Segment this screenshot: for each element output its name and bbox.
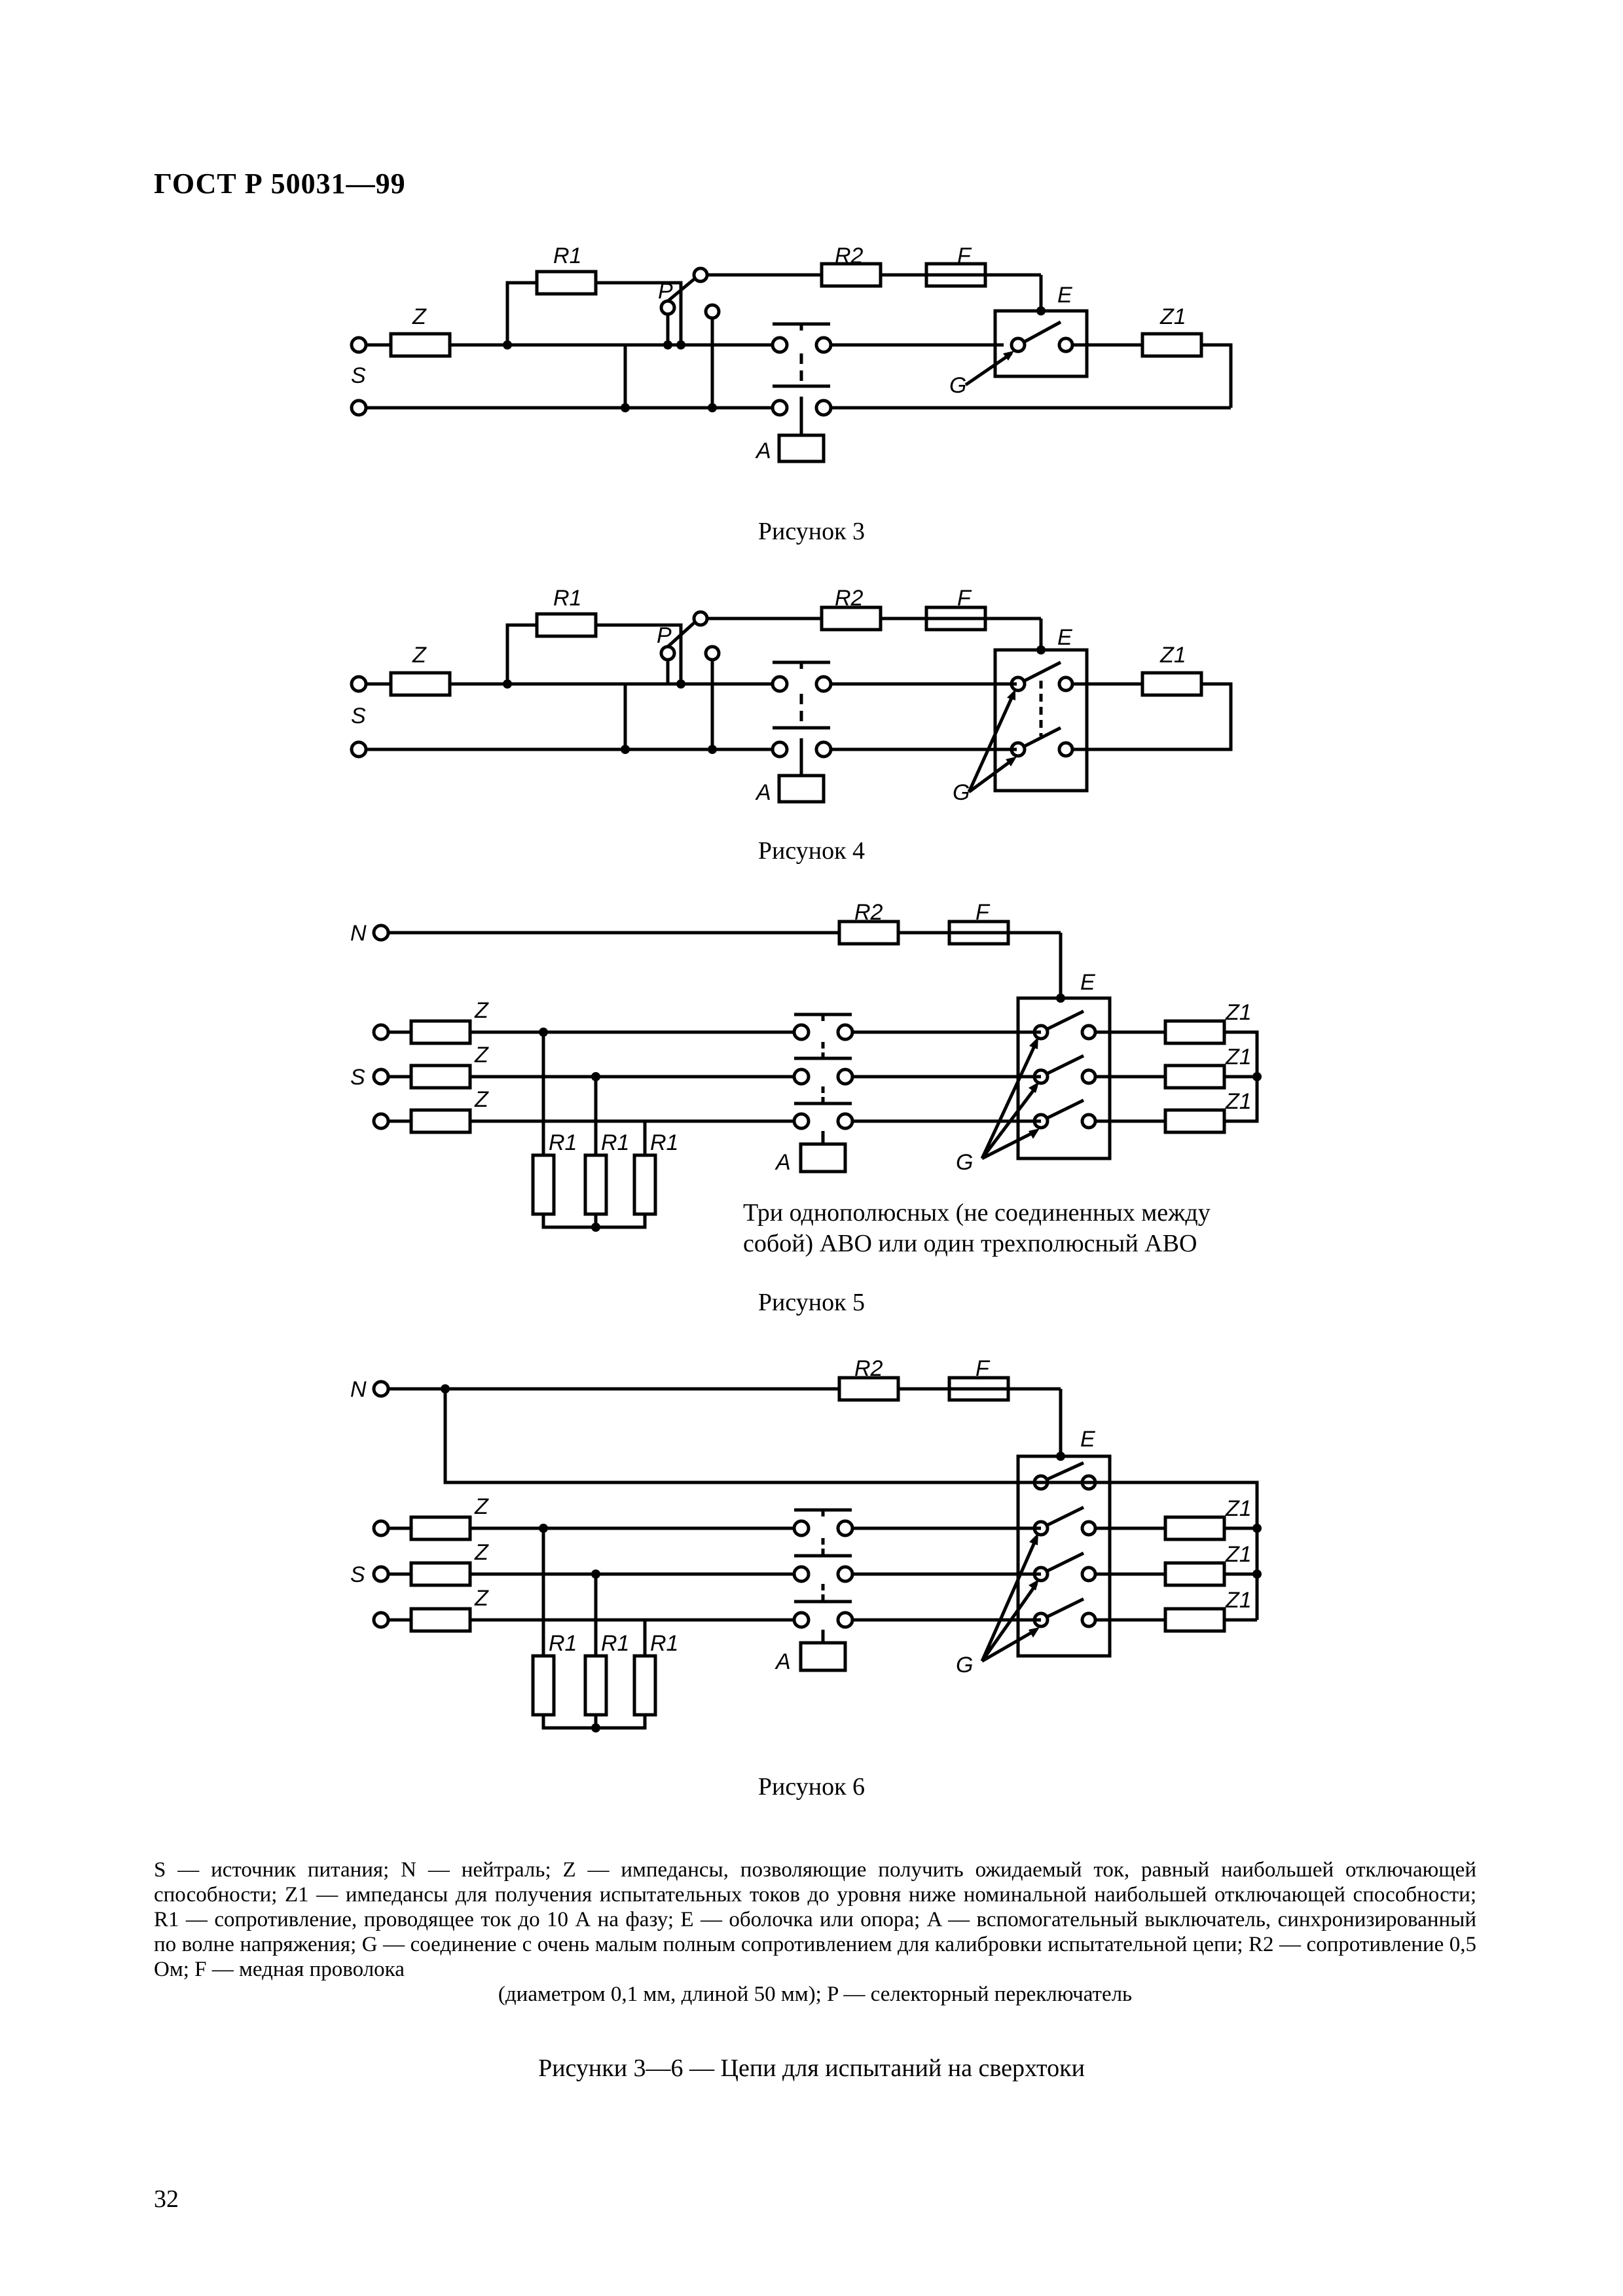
fig4-label-r2: R2 <box>835 586 864 611</box>
figure-3-caption: Рисунок 3 <box>757 518 866 545</box>
fig5-label-r2: R2 <box>854 900 883 925</box>
legend-body: S — источник питания; N — нейтраль; Z — … <box>154 1858 1476 1981</box>
figure-5-note: Три однополюсных (не соединенных между с… <box>743 1198 1211 1259</box>
fig6-label-f: F <box>976 1356 991 1381</box>
fig6-label-a: A <box>775 1649 791 1674</box>
fig6-label-z-1: Z <box>474 1494 489 1519</box>
fig5-label-n: N <box>350 921 367 946</box>
fig5-label-z1-2: Z1 <box>1225 1045 1252 1069</box>
fig4-label-a: A <box>755 780 771 805</box>
fig6-label-z1-3: Z1 <box>1225 1588 1252 1613</box>
figure-5-note-line-1: Три однополюсных (не соединенных между <box>743 1199 1211 1227</box>
fig3-label-p: P <box>658 279 673 304</box>
fig5-label-r1-2: R1 <box>601 1130 629 1155</box>
figures-caption: Рисунки 3—6 — Цепи для испытаний на свер… <box>538 2054 1085 2082</box>
legend-text: S — источник питания; N — нейтраль; Z — … <box>154 1857 1476 2007</box>
fig4-label-g: G <box>953 780 970 805</box>
fig3-label-z: Z <box>412 304 427 329</box>
fig3-label-f: F <box>957 243 972 268</box>
fig6-label-z-2: Z <box>474 1540 489 1565</box>
figure-5-caption: Рисунок 5 <box>757 1289 866 1316</box>
fig4-label-p: P <box>657 623 672 648</box>
fig5-label-z-2: Z <box>474 1043 489 1067</box>
fig6-label-z1-2: Z1 <box>1225 1542 1252 1567</box>
fig5-label-r1-1: R1 <box>549 1130 577 1155</box>
figure-6-caption: Рисунок 6 <box>757 1773 866 1801</box>
fig5-label-z-3: Z <box>474 1087 489 1112</box>
fig5-label-g: G <box>956 1150 973 1175</box>
fig5-label-a: A <box>775 1150 791 1175</box>
fig4-label-r1: R1 <box>553 586 581 611</box>
fig6-label-e: E <box>1080 1427 1095 1452</box>
fig4-label-e: E <box>1057 625 1072 650</box>
fig6-label-g: G <box>956 1653 973 1677</box>
figure-5-note-line-2: собой) АВО или один трехполюсный АВО <box>743 1230 1197 1257</box>
fig3-label-z1: Z1 <box>1159 304 1186 329</box>
figure-6-circuit: N R2 F E Z Z Z S R1 R1 R1 A G Z1 Z1 Z1 <box>350 1356 1262 1732</box>
figure-3-circuit: R1 R2 F Z Z1 S P E G A <box>350 243 1233 463</box>
fig5-label-e: E <box>1080 970 1095 995</box>
fig4-label-f: F <box>957 586 972 611</box>
fig6-label-s: S <box>350 1562 365 1587</box>
fig5-label-r1-3: R1 <box>650 1130 678 1155</box>
fig3-label-g: G <box>949 373 966 398</box>
fig5-label-z1-1: Z1 <box>1225 1000 1252 1025</box>
figure-5-circuit: N R2 F E Z Z Z S R1 R1 R1 A G Z1 Z1 Z1 <box>350 900 1262 1232</box>
fig4-label-z: Z <box>412 643 427 668</box>
fig5-label-f: F <box>976 900 991 925</box>
fig3-label-r1: R1 <box>553 243 581 268</box>
fig5-label-z1-3: Z1 <box>1225 1089 1252 1114</box>
fig3-label-r2: R2 <box>835 243 864 268</box>
legend-last-line: (диаметром 0,1 мм, длиной 50 мм); P — се… <box>498 1982 1133 2006</box>
page-number: 32 <box>154 2185 179 2213</box>
figure-4-caption: Рисунок 4 <box>757 837 866 865</box>
fig3-label-s: S <box>351 363 366 388</box>
fig6-label-r2: R2 <box>854 1356 883 1381</box>
fig6-label-z1-1: Z1 <box>1225 1496 1252 1521</box>
document-header: ГОСТ Р 50031—99 <box>154 168 406 200</box>
figure-4-circuit: R1 R2 F Z Z1 S P E G A <box>350 586 1233 805</box>
fig5-label-z-1: Z <box>474 998 489 1023</box>
fig6-label-n: N <box>350 1377 367 1402</box>
fig6-label-z-3: Z <box>474 1586 489 1611</box>
fig4-label-s: S <box>351 704 366 728</box>
fig3-label-a: A <box>755 439 771 463</box>
fig6-label-r1-3: R1 <box>650 1631 678 1656</box>
fig5-label-s: S <box>350 1065 365 1090</box>
fig4-label-z1: Z1 <box>1159 643 1186 668</box>
fig3-label-e: E <box>1057 283 1072 308</box>
fig6-label-r1-1: R1 <box>549 1631 577 1656</box>
fig6-label-r1-2: R1 <box>601 1631 629 1656</box>
